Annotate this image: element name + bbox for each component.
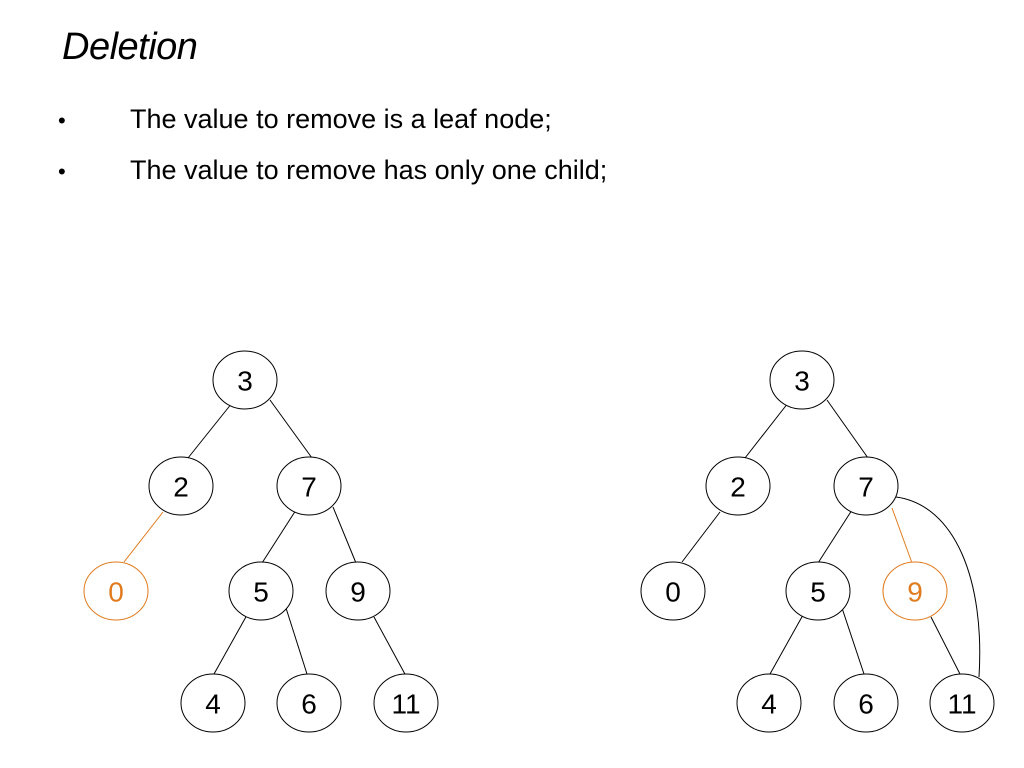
edge-2-0	[681, 511, 721, 563]
node-label: 3	[237, 366, 253, 397]
edge-7-5	[817, 509, 853, 564]
bullet-list: • The value to remove is a leaf node; • …	[58, 104, 607, 206]
bullet-marker: •	[58, 159, 66, 184]
node-circle	[833, 456, 899, 516]
edge-5-6	[841, 607, 865, 675]
node-circle	[276, 673, 342, 733]
node-label: 11	[391, 689, 420, 720]
node-label: 4	[761, 689, 777, 720]
tree-2: 3 2 7 0 5 9 4 6 11	[640, 350, 995, 733]
node-label: 7	[858, 472, 874, 503]
edge-2-0	[123, 511, 164, 563]
edge-3-7	[826, 399, 869, 459]
edge-5-4	[769, 614, 804, 675]
node-label: 3	[794, 366, 810, 397]
node-circle	[276, 456, 342, 516]
tree-node-11: 11	[929, 673, 995, 733]
node-circle	[148, 456, 214, 516]
bullet-text: The value to remove is a leaf node;	[130, 104, 552, 134]
node-circle	[373, 673, 439, 733]
edge-7-9	[332, 506, 357, 564]
node-circle	[180, 673, 246, 733]
node-label: 0	[665, 577, 681, 608]
node-label: 6	[301, 689, 317, 720]
tree-node-5: 5	[228, 561, 294, 621]
node-circle	[769, 350, 835, 410]
edge-3-2	[744, 402, 789, 459]
node-label: 11	[947, 689, 976, 720]
edge-7-5	[261, 509, 297, 564]
node-label: 5	[810, 577, 826, 608]
node-label: 2	[173, 472, 189, 503]
tree-node-3: 3	[769, 350, 835, 410]
edge-9-11	[930, 616, 962, 677]
tree-node-4: 4	[736, 673, 802, 733]
node-label: 2	[730, 472, 746, 503]
node-circle	[929, 673, 995, 733]
tree-node-7: 7	[833, 456, 899, 516]
node-circle	[640, 561, 706, 621]
tree-node-2: 2	[705, 456, 771, 516]
node-circle	[325, 561, 391, 621]
edge-3-2	[187, 402, 233, 459]
node-circle	[785, 561, 851, 621]
edge-9-11	[373, 616, 407, 677]
tree-node-0: 0	[640, 561, 706, 621]
node-label: 9	[907, 577, 923, 608]
bullet-marker: •	[58, 108, 66, 133]
node-label: 6	[858, 689, 874, 720]
bullet-text: The value to remove has only one child;	[130, 155, 608, 185]
tree-node-2: 2	[148, 456, 214, 516]
node-label: 7	[301, 472, 317, 503]
edge-5-6	[285, 607, 308, 675]
edge-5-4	[213, 614, 248, 675]
node-circle	[882, 561, 948, 621]
edge-curve-7-11	[895, 496, 981, 678]
node-circle	[83, 561, 149, 621]
node-circle	[228, 561, 294, 621]
tree-node-9: 9	[882, 561, 948, 621]
tree-node-6: 6	[276, 673, 342, 733]
slide-title: Deletion	[62, 26, 198, 68]
node-circle	[705, 456, 771, 516]
bullet-item: • The value to remove has only one child…	[58, 155, 607, 206]
tree-node-3: 3	[212, 350, 278, 410]
node-circle	[833, 673, 899, 733]
tree-node-11: 11	[373, 673, 439, 733]
tree-node-0: 0	[83, 561, 149, 621]
tree-node-9: 9	[325, 561, 391, 621]
tree-node-7: 7	[276, 456, 342, 516]
edge-7-9	[891, 507, 913, 564]
node-label: 5	[253, 577, 269, 608]
edge-3-7	[269, 399, 313, 459]
tree-1: 3 2 7 0 5 9 4 6 11	[83, 350, 439, 733]
tree-node-5: 5	[785, 561, 851, 621]
tree-node-6: 6	[833, 673, 899, 733]
bullet-item: • The value to remove is a leaf node;	[58, 104, 607, 155]
node-circle	[736, 673, 802, 733]
node-label: 4	[205, 689, 221, 720]
node-circle	[212, 350, 278, 410]
node-label: 0	[108, 577, 124, 608]
tree-node-4: 4	[180, 673, 246, 733]
node-label: 9	[350, 577, 366, 608]
